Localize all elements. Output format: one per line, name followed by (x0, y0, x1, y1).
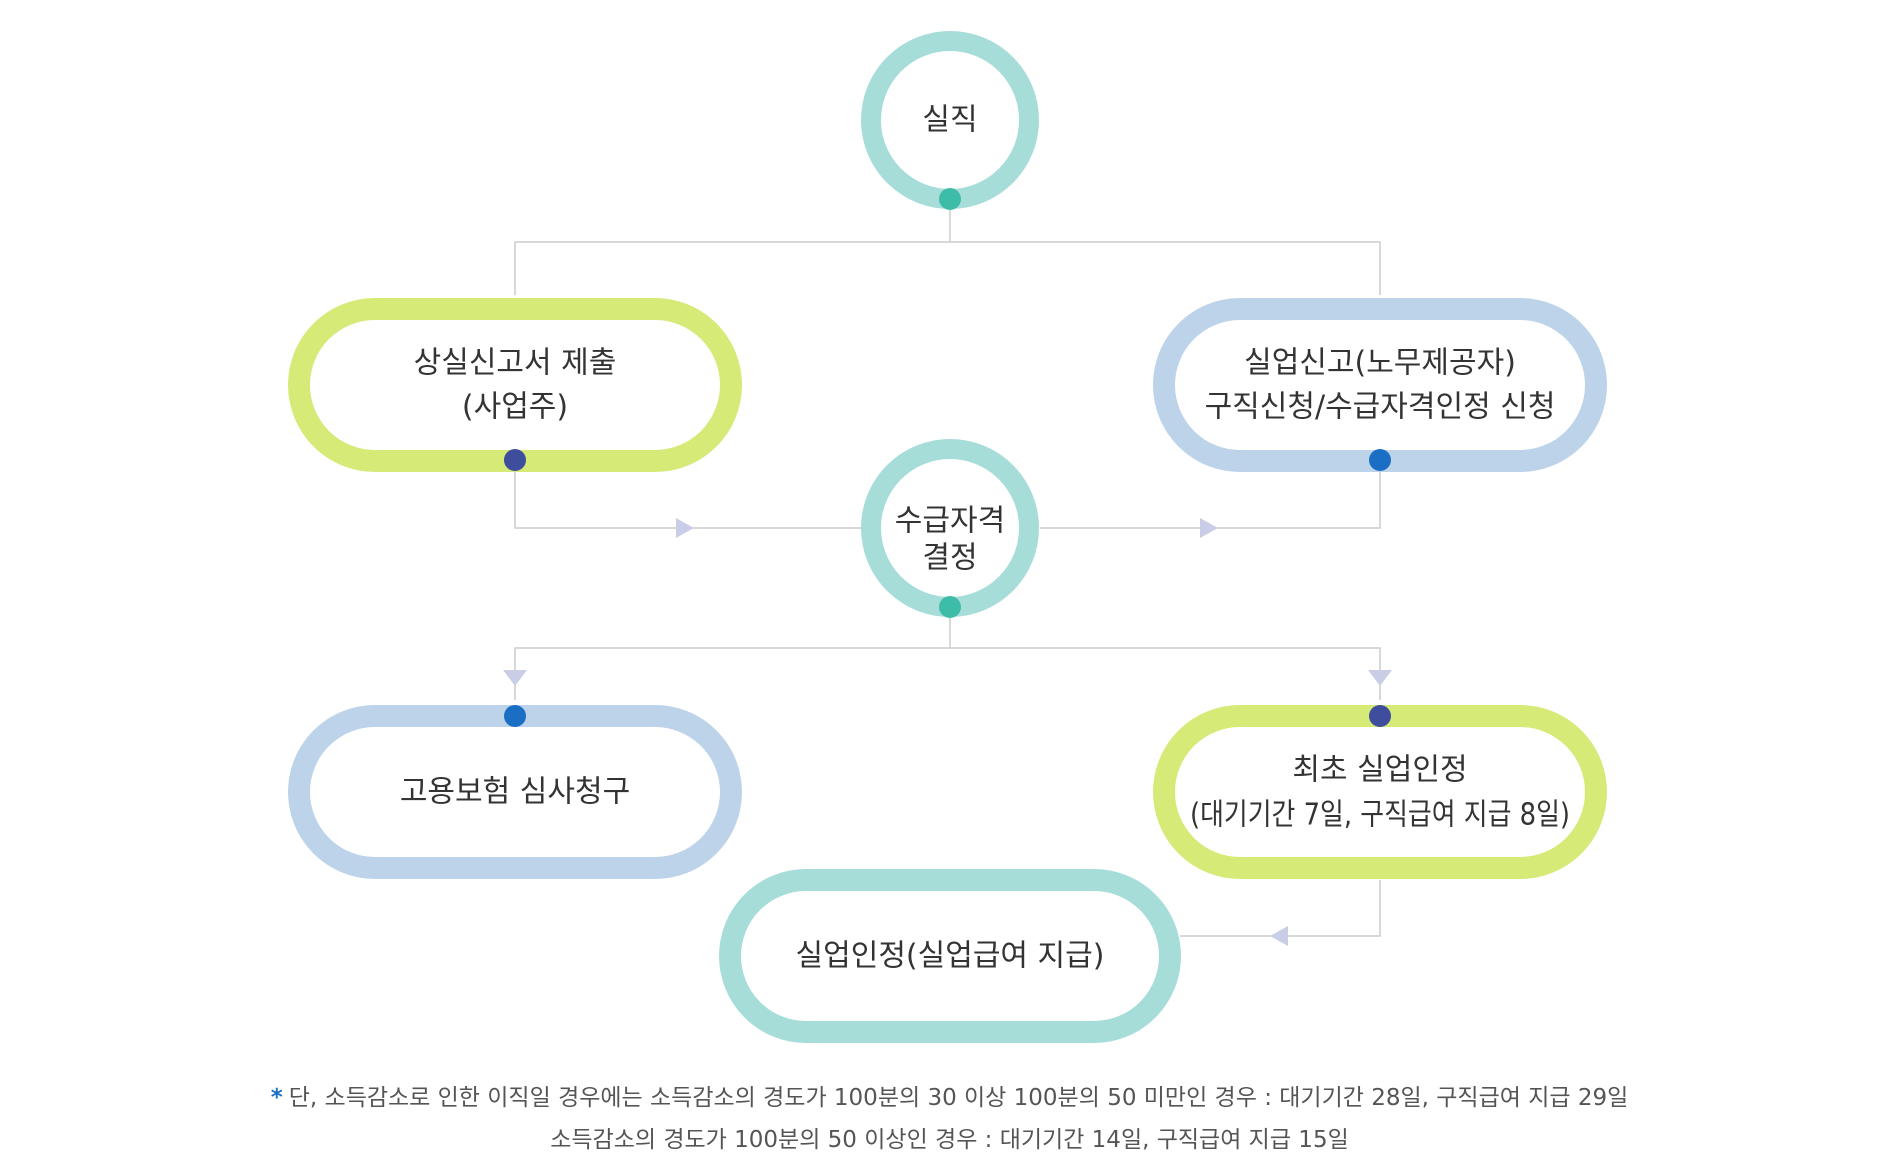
arrow-right-left-branch (676, 518, 694, 538)
node-job-loss: 실직 (861, 31, 1039, 210)
first-recognition-label-line2: (대기기간 7일, 구직급여 지급 8일) (1190, 798, 1570, 833)
node-eligibility: 수급자격 결정 (861, 439, 1039, 618)
unemployment-report-label-line1: 실업신고(노무제공자) (1244, 346, 1516, 381)
connector-loss-report-to-eligibility (514, 470, 862, 529)
node-loss-report: 상실신고서 제출 (사업주) (288, 298, 742, 472)
first-recognition-pill (1153, 705, 1607, 879)
job-loss-label: 실직 (922, 103, 977, 138)
review-request-label: 고용보험 심사청구 (400, 775, 630, 810)
connector-first-recognition-to-recognition (1180, 880, 1381, 937)
unemployment-report-pill (1153, 298, 1607, 472)
arrow-down-right-branch (1368, 670, 1392, 686)
eligibility-label-line1: 수급자격 (895, 504, 1005, 539)
eligibility-dot (939, 596, 961, 618)
loss-report-pill (288, 298, 742, 472)
loss-report-label-line1: 상실신고서 제출 (414, 346, 617, 381)
review-request-dot (504, 705, 526, 727)
arrow-left-recognition (1270, 926, 1288, 946)
arrow-right-right-branch (1200, 518, 1218, 538)
job-loss-dot (939, 188, 961, 210)
node-first-recognition: 최초 실업인정 (대기기간 7일, 구직급여 지급 8일) (1153, 705, 1607, 879)
connector-eligibility-split (514, 647, 1381, 700)
unemployment-report-label-line2: 구직신청/수급자격인정 신청 (1205, 390, 1556, 425)
loss-report-dot (504, 449, 526, 471)
connector-job-loss-split (514, 241, 1381, 295)
first-recognition-label-line1: 최초 실업인정 (1292, 753, 1467, 788)
footnote-text-2: 소득감소의 경도가 100분의 50 이상인 경우 : 대기기간 14일, 구직… (550, 1127, 1349, 1153)
footnote-line-2: 소득감소의 경도가 100분의 50 이상인 경우 : 대기기간 14일, 구직… (0, 1120, 1899, 1154)
footnote-line-1: *단, 소득감소로 인한 이직일 경우에는 소득감소의 경도가 100분의 30… (0, 1078, 1899, 1112)
first-recognition-dot (1369, 705, 1391, 727)
flow-diagram: 실직 상실신고서 제출 (사업주) 실업신고(노무제공자) 구직신청/수급자격인… (288, 31, 1607, 1043)
arrow-down-left-branch (503, 670, 527, 686)
recognition-label: 실업인정(실업급여 지급) (796, 939, 1105, 974)
unemployment-report-dot (1369, 449, 1391, 471)
node-recognition: 실업인정(실업급여 지급) (719, 869, 1181, 1043)
footnote-text-1: 단, 소득감소로 인한 이직일 경우에는 소득감소의 경도가 100분의 30 … (288, 1085, 1629, 1111)
eligibility-label-line2: 결정 (922, 541, 977, 576)
arrow-heads (503, 518, 1392, 946)
loss-report-label-line2: (사업주) (462, 390, 568, 425)
footnote-marker: * (270, 1085, 283, 1111)
connector-unemployment-to-eligibility (1040, 470, 1381, 529)
node-unemployment-report: 실업신고(노무제공자) 구직신청/수급자격인정 신청 (1153, 298, 1607, 472)
node-review-request: 고용보험 심사청구 (288, 705, 742, 879)
recognition-pill (719, 869, 1181, 1043)
